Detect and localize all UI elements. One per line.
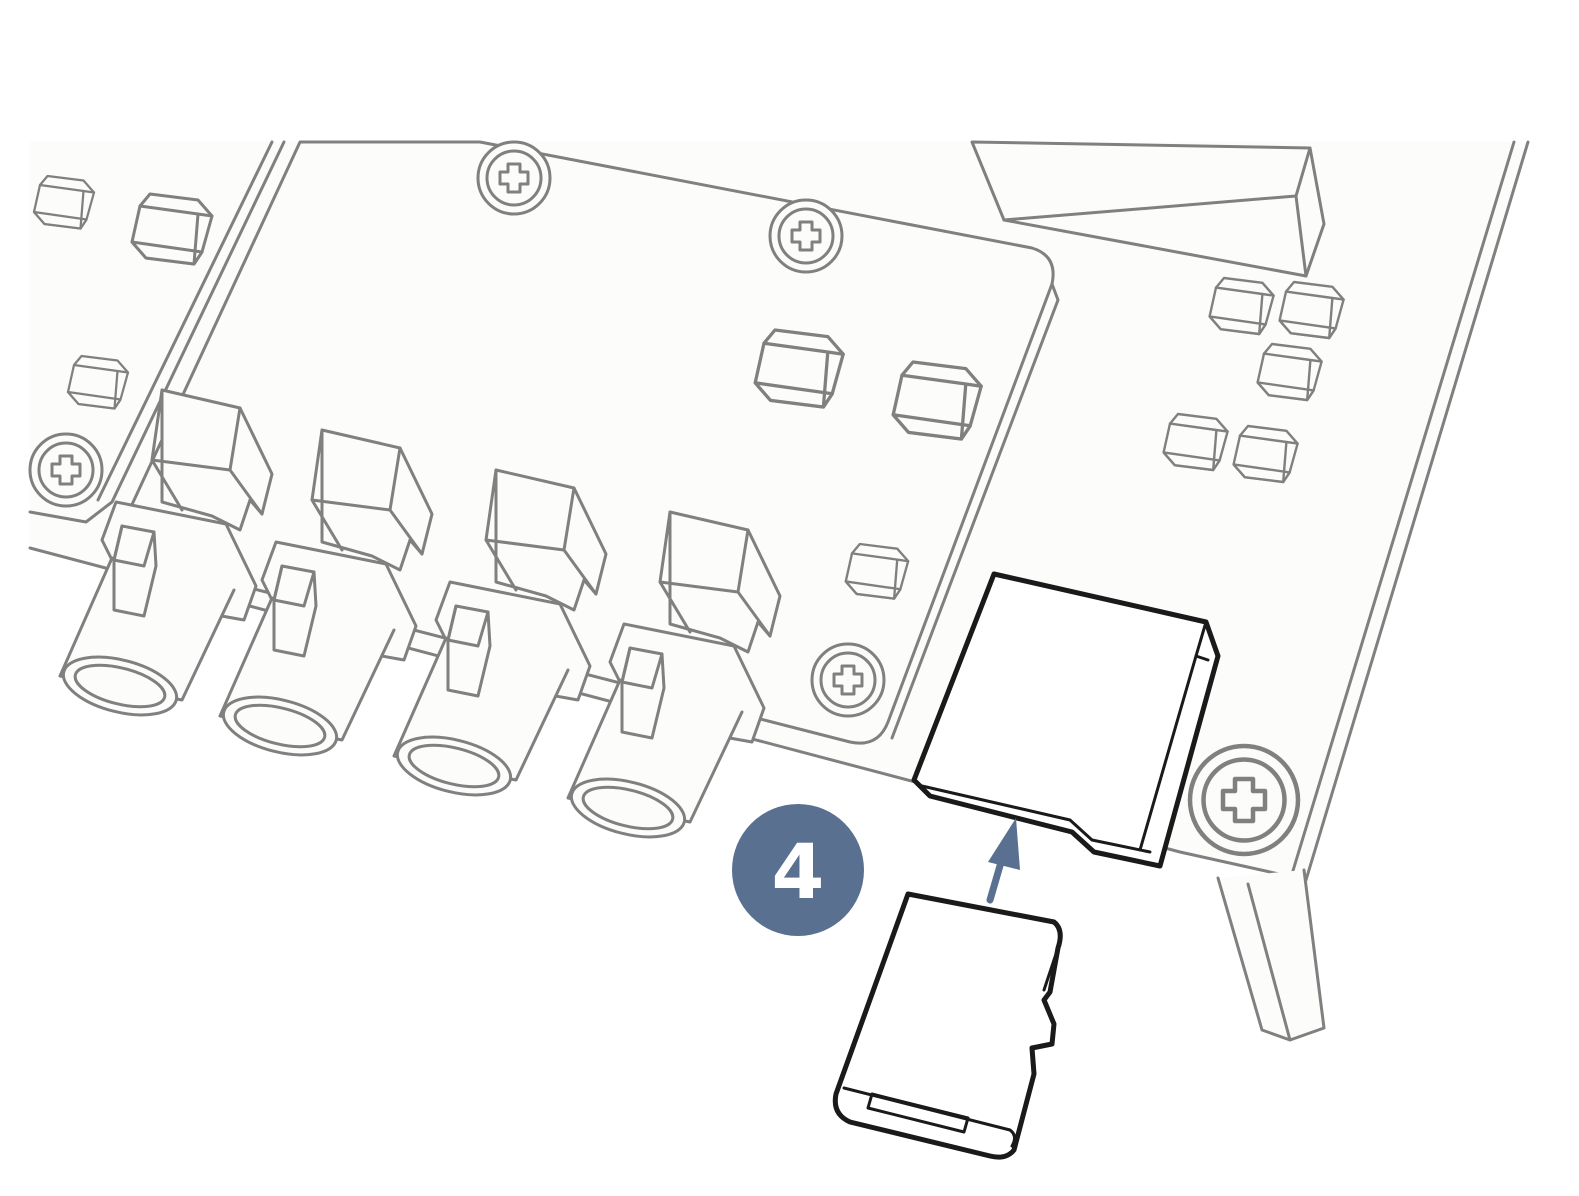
screw-icon [28,432,104,508]
microsd-card-icon [832,891,1063,1160]
step-number: 4 [772,827,825,916]
step-badge: 4 [732,804,864,936]
header-connector [970,140,1326,278]
sd-adapter-icon [911,571,1221,869]
screw-icon [768,198,844,274]
screw-icon [476,140,552,216]
arrow-up-icon [986,818,1020,904]
standoff-leg [1216,868,1326,1042]
screw-icon [810,642,886,718]
screw-icon [1190,746,1298,854]
